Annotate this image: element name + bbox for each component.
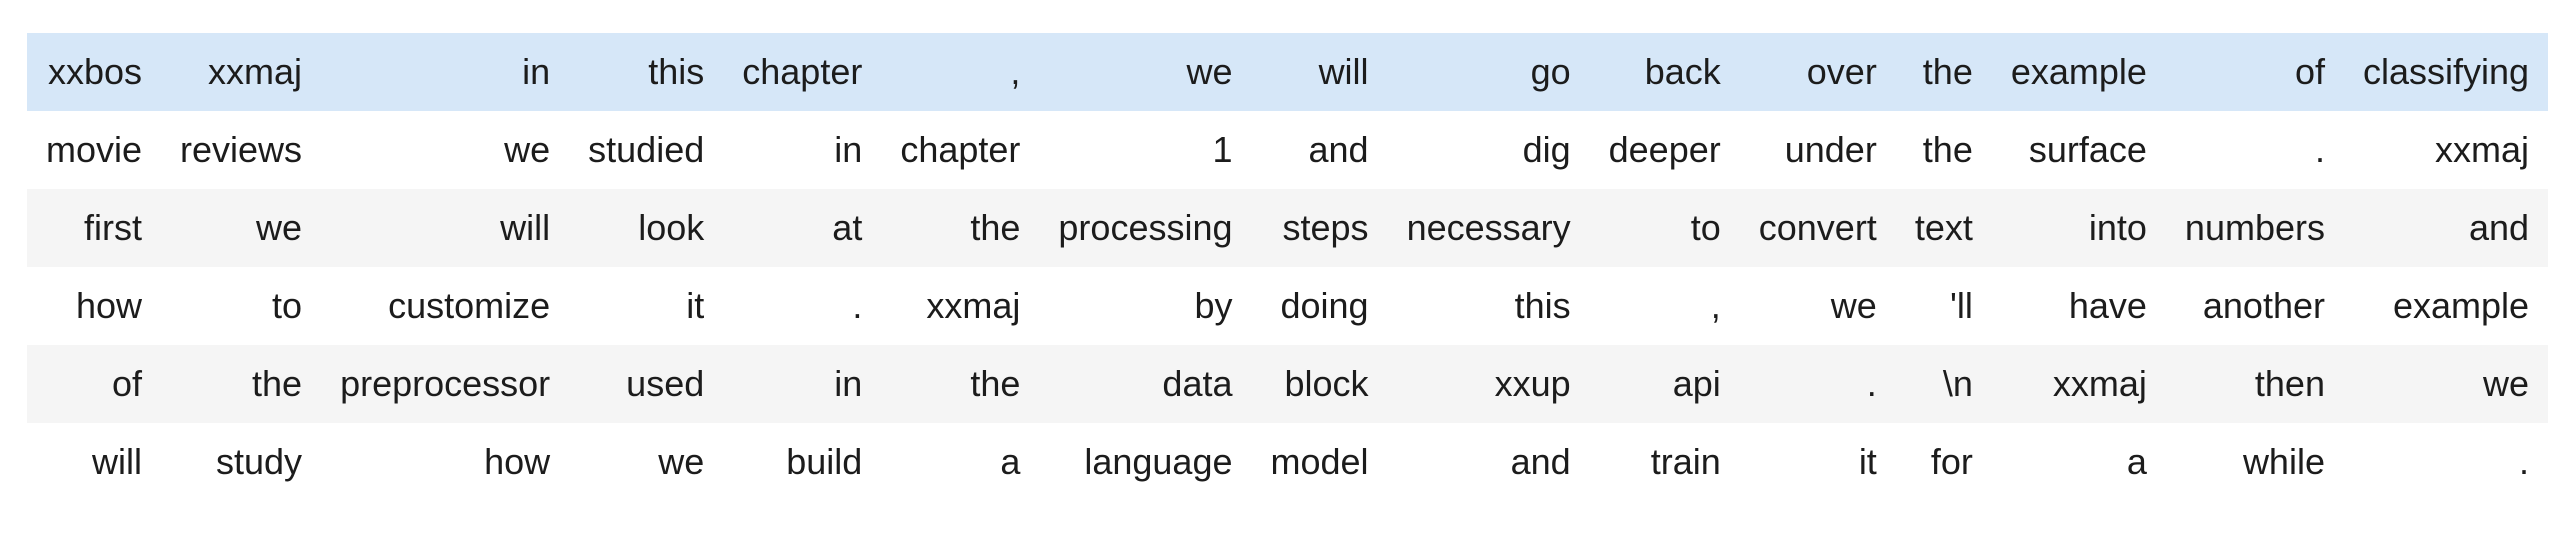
token-cell: in <box>321 33 570 111</box>
token-cell: data <box>1039 345 1252 423</box>
token-cell: and <box>1387 423 1590 501</box>
token-cell: reviews <box>161 111 322 189</box>
token-cell: this <box>1387 267 1590 345</box>
token-cell: xxbos <box>27 33 162 111</box>
token-cell: how <box>321 423 570 501</box>
token-cell: 'll <box>1895 267 1992 345</box>
token-cell: to <box>1589 189 1740 267</box>
token-cell: , <box>1589 267 1740 345</box>
token-cell: we <box>161 189 322 267</box>
token-cell: xxmaj <box>2343 111 2549 189</box>
token-cell: will <box>1251 33 1388 111</box>
token-cell: study <box>161 423 322 501</box>
token-cell: classifying <box>2343 33 2549 111</box>
token-cell: a <box>1991 423 2166 501</box>
token-cell: have <box>1991 267 2166 345</box>
token-cell: api <box>1589 345 1740 423</box>
token-cell: train <box>1589 423 1740 501</box>
token-cell: processing <box>1039 189 1252 267</box>
token-cell: text <box>1895 189 1992 267</box>
token-cell: go <box>1387 33 1590 111</box>
token-cell: the <box>161 345 322 423</box>
token-cell: it <box>1739 423 1896 501</box>
token-cell: by <box>1039 267 1252 345</box>
token-cell: will <box>27 423 162 501</box>
token-cell: example <box>1991 33 2166 111</box>
token-cell: in <box>723 345 882 423</box>
token-cell: . <box>2165 111 2344 189</box>
token-cell: preprocessor <box>321 345 570 423</box>
token-cell: at <box>723 189 882 267</box>
token-cell: back <box>1589 33 1740 111</box>
token-cell: doing <box>1251 267 1388 345</box>
token-cell: xxmaj <box>1991 345 2166 423</box>
token-cell: of <box>27 345 162 423</box>
token-cell: convert <box>1739 189 1896 267</box>
token-cell: and <box>1251 111 1388 189</box>
token-cell: a <box>881 423 1040 501</box>
token-cell: customize <box>321 267 570 345</box>
token-cell: look <box>569 189 724 267</box>
token-cell: studied <box>569 111 724 189</box>
token-cell: . <box>1739 345 1896 423</box>
token-cell: we <box>1039 33 1252 111</box>
token-cell: under <box>1739 111 1896 189</box>
token-cell: numbers <box>2165 189 2344 267</box>
token-cell: movie <box>27 111 162 189</box>
token-cell: , <box>881 33 1040 111</box>
token-cell: xxup <box>1387 345 1590 423</box>
token-cell: and <box>2343 189 2549 267</box>
token-cell: the <box>1895 111 1992 189</box>
token-cell: this <box>569 33 724 111</box>
token-cell: xxmaj <box>161 33 322 111</box>
token-cell: then <box>2165 345 2344 423</box>
token-cell: another <box>2165 267 2344 345</box>
token-cell: will <box>321 189 570 267</box>
token-cell: for <box>1895 423 1992 501</box>
token-cell: we <box>1739 267 1896 345</box>
token-cell: we <box>569 423 724 501</box>
token-cell: . <box>2343 423 2549 501</box>
token-cell: necessary <box>1387 189 1590 267</box>
token-cell: while <box>2165 423 2344 501</box>
token-cell: \n <box>1895 345 1992 423</box>
token-cell: steps <box>1251 189 1388 267</box>
token-cell: how <box>27 267 162 345</box>
token-cell: used <box>569 345 724 423</box>
token-cell: dig <box>1387 111 1590 189</box>
token-cell: chapter <box>723 33 882 111</box>
token-cell: model <box>1251 423 1388 501</box>
token-cell: chapter <box>881 111 1040 189</box>
token-cell: the <box>1895 33 1992 111</box>
token-cell: build <box>723 423 882 501</box>
token-cell: deeper <box>1589 111 1740 189</box>
token-cell: block <box>1251 345 1388 423</box>
token-cell: first <box>27 189 162 267</box>
token-cell: into <box>1991 189 2166 267</box>
token-cell: . <box>723 267 882 345</box>
token-cell: over <box>1739 33 1896 111</box>
token-cell: of <box>2165 33 2344 111</box>
token-cell: we <box>2343 345 2549 423</box>
token-cell: language <box>1039 423 1252 501</box>
token-cell: it <box>569 267 724 345</box>
token-cell: xxmaj <box>881 267 1040 345</box>
token-cell: the <box>881 189 1040 267</box>
token-cell: to <box>161 267 322 345</box>
token-cell: example <box>2343 267 2549 345</box>
token-cell: 1 <box>1039 111 1252 189</box>
token-cell: we <box>321 111 570 189</box>
token-cell: surface <box>1991 111 2166 189</box>
token-cell: in <box>723 111 882 189</box>
token-cell: the <box>881 345 1040 423</box>
